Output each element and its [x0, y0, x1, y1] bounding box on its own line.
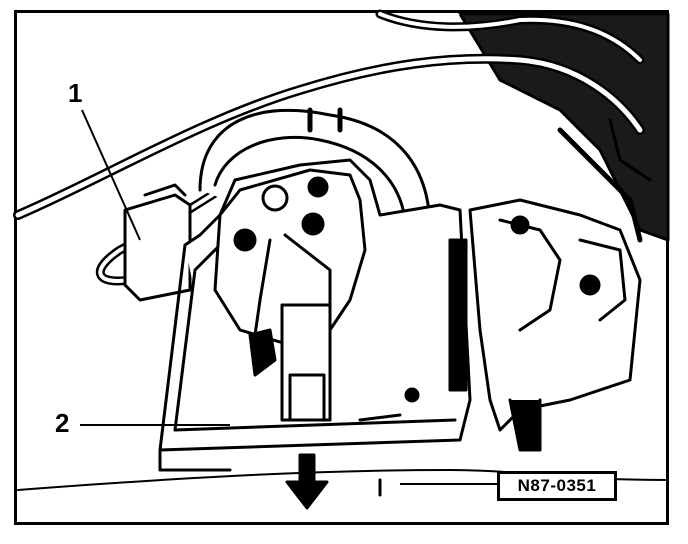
arrow-shaft: [298, 453, 316, 485]
bolt-hole-2: [307, 176, 329, 198]
inner-plate: [213, 168, 367, 347]
dark-upper-left-area: [200, 14, 460, 80]
left-bracket: [123, 193, 192, 302]
gear-rack: [448, 238, 468, 392]
callout-label-2: 2: [55, 408, 70, 438]
cable-upper-inner: [15, 56, 643, 218]
cable-top-inner: [378, 12, 642, 62]
bolt-hole-1: [261, 184, 289, 212]
bolt-hole-3: [301, 212, 325, 236]
arrow-head: [285, 480, 329, 510]
figure-code-label: N87-0351: [497, 471, 617, 501]
callout-1-leader: [81, 109, 141, 241]
bolt-hole-4: [233, 228, 257, 252]
right-mechanism: [468, 198, 642, 432]
callout-label-1: 1: [68, 78, 83, 108]
